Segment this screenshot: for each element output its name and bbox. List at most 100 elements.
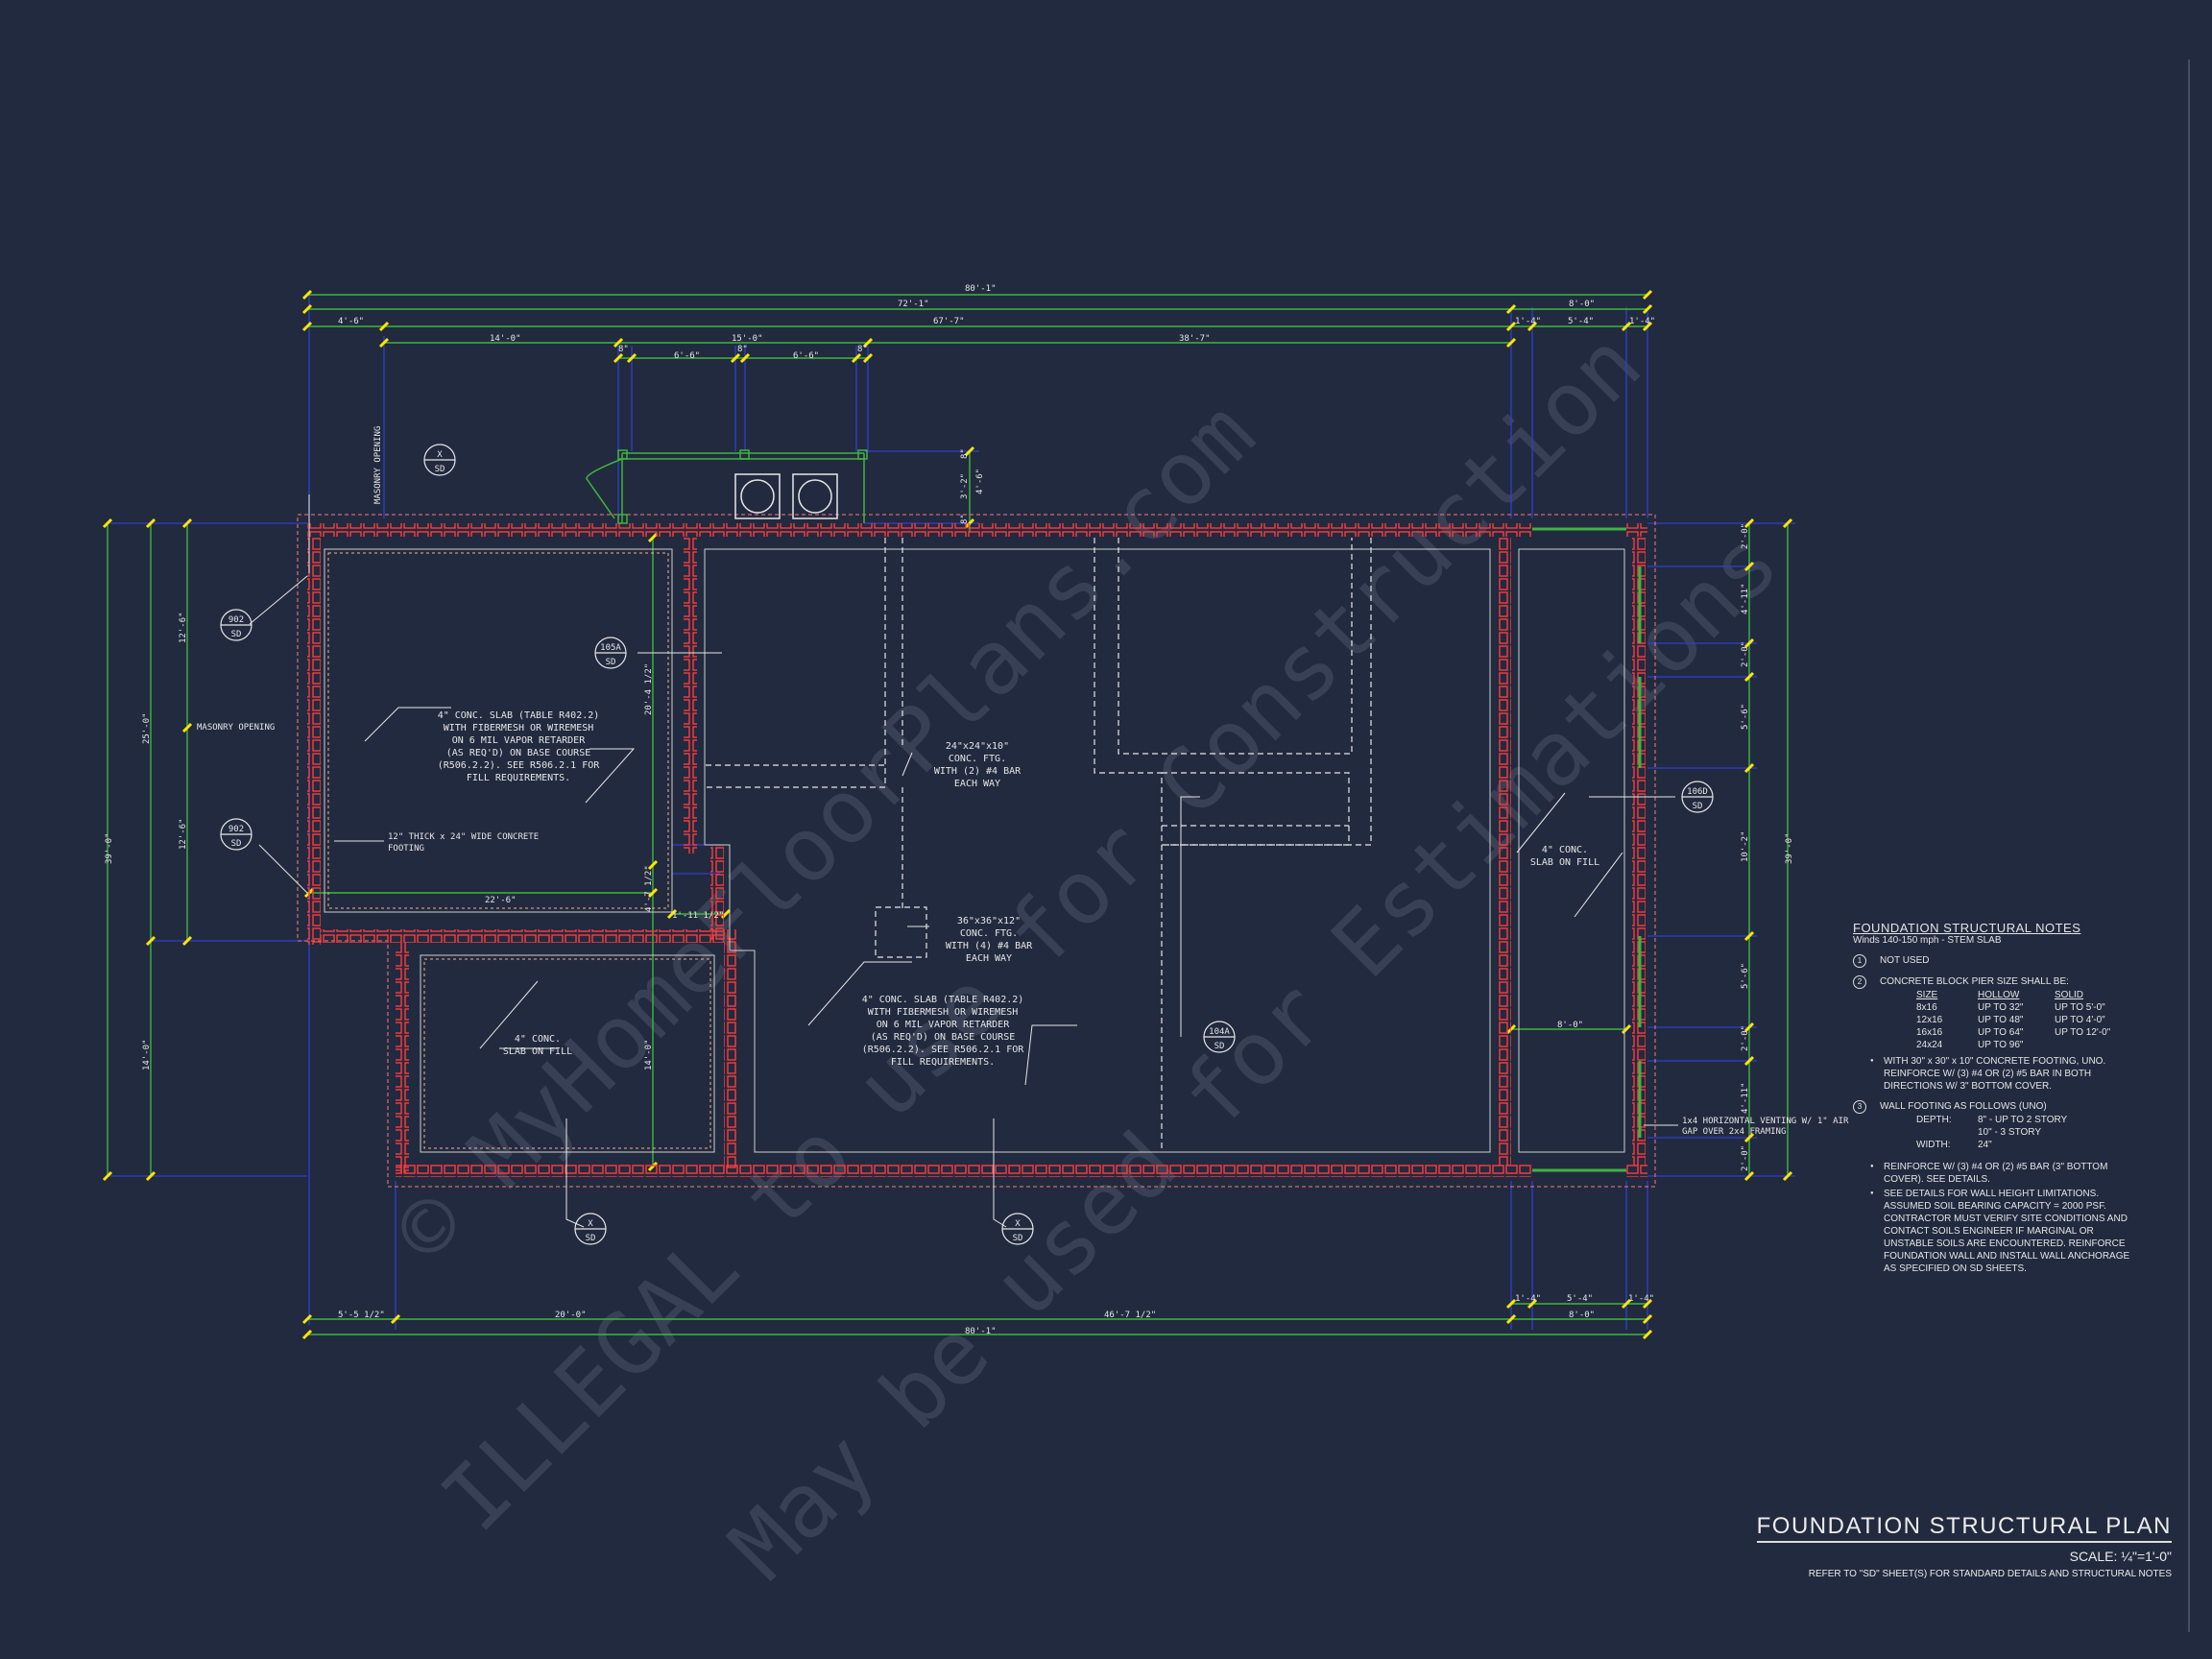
dim-right-overall: 39'-0"	[1785, 832, 1794, 864]
svg-text:104A: 104A	[1209, 1027, 1230, 1037]
callout-902-upper	[220, 609, 252, 641]
svg-text:CONC. FTG.: CONC. FTG.	[949, 754, 1006, 764]
leader-lines	[249, 494, 1678, 1228]
note-3-depth-2: 10" - 3 STORY	[1978, 1127, 2041, 1139]
svg-text:4" CONC. SLAB (TABLE R402.2): 4" CONC. SLAB (TABLE R402.2)	[438, 710, 600, 721]
title-block: FOUNDATION STRUCTURAL PLAN SCALE: ¼"=1'-…	[1756, 1513, 2172, 1579]
dim-porch-a: 8"	[960, 448, 970, 459]
foundation-outline	[297, 514, 1656, 1188]
dim-inner-v2: 4'-7 1/2"	[644, 865, 654, 912]
note-slab-fill-left: 4" CONC. SLAB ON FILL	[503, 1034, 572, 1057]
stem-walls	[307, 523, 1647, 1177]
dim-inner-h2: 1'-11 1/2"	[672, 911, 724, 921]
svg-text:4" CONC.: 4" CONC.	[515, 1034, 561, 1045]
svg-text:SD: SD	[586, 1234, 596, 1243]
svg-text:FILL REQUIREMENTS.: FILL REQUIREMENTS.	[467, 773, 570, 783]
note-3-text: WALL FOOTING AS FOLLOWS (UNO)	[1880, 1101, 2047, 1113]
svg-text:SD: SD	[1013, 1234, 1023, 1243]
note-slab-left: 4" CONC. SLAB (TABLE R402.2) WITH FIBERM…	[438, 710, 601, 783]
note-footing-36: 36"x36"x12" CONC. FTG. WITH (4) #4 BAR E…	[946, 916, 1033, 964]
dim-right-b: 4'-11"	[1741, 583, 1750, 614]
svg-text:4" CONC.: 4" CONC.	[1542, 845, 1588, 855]
dim-top-a: 4'-6"	[338, 317, 364, 326]
svg-text:WITH (4) #4 BAR: WITH (4) #4 BAR	[946, 941, 1033, 951]
svg-text:GAP OVER 2x4 FRAMING: GAP OVER 2x4 FRAMING	[1682, 1127, 1786, 1137]
dim-bot-overall: 80'-1"	[965, 1327, 997, 1336]
svg-text:SD: SD	[606, 658, 616, 667]
dim-porch-b: 3'-2"	[960, 473, 970, 499]
dim-right-d: 5'-6"	[1741, 704, 1750, 730]
callout-106d	[1681, 781, 1714, 813]
note-3-width: WIDTH:24"	[1916, 1140, 1992, 1151]
wall-lines	[324, 548, 1625, 1153]
watermark: © MyHomeFloorPlans.com ILLEGAL to use fo…	[374, 313, 1798, 1599]
svg-text:EACH WAY: EACH WAY	[954, 779, 1000, 789]
svg-text:X: X	[588, 1219, 593, 1229]
svg-text:4" CONC. SLAB (TABLE R402.2): 4" CONC. SLAB (TABLE R402.2)	[862, 995, 1024, 1005]
svg-text:SLAB ON FILL: SLAB ON FILL	[503, 1046, 572, 1057]
note-masonry-opening-left: MASONRY OPENING	[197, 723, 275, 733]
dim-top-c: 1'-4"	[1515, 317, 1541, 326]
note-slab-mid: 4" CONC. SLAB (TABLE R402.2) WITH FIBERM…	[862, 995, 1025, 1068]
dim-inner-h3: 8'-0"	[1557, 1021, 1583, 1030]
notes-subtitle: Winds 140-150 mph - STEM SLAB	[1853, 935, 2002, 946]
callout-bottom-mid-x	[1001, 1213, 1034, 1245]
drawing-scale: SCALE: ¼"=1'-0"	[2069, 1549, 2172, 1564]
note-1-text: NOT USED	[1880, 955, 1930, 966]
note-1-number: 1	[1853, 954, 1866, 968]
svg-text:X: X	[437, 450, 443, 460]
note-2-bullet: WITH 30" x 30" x 10" CONCRETE FOOTING, U…	[1853, 1055, 2141, 1093]
svg-text:SD: SD	[1693, 802, 1703, 811]
masonry-openings	[1532, 527, 1642, 1172]
dim-right-g: 2'-0"	[1741, 1025, 1750, 1051]
note-footing-24: 24"x24"x10" CONC. FTG. WITH (2) #4 BAR E…	[934, 741, 1022, 789]
callout-104a	[1203, 1021, 1236, 1053]
dim-bot-b: 20'-0"	[555, 1310, 587, 1320]
svg-text:SD: SD	[231, 630, 242, 639]
svg-text:1x4 HORIZONTAL VENTING W/ 1" A: 1x4 HORIZONTAL VENTING W/ 1" AIR	[1682, 1117, 1849, 1126]
notes-title: FOUNDATION STRUCTURAL NOTES	[1853, 921, 2081, 935]
dim-right-e: 10'-2"	[1741, 830, 1750, 862]
dim-left-upper: 25'-0"	[142, 712, 152, 744]
dim-porch-c: 4'-6"	[975, 469, 985, 494]
dim-inner-v1: 20'-4 1/2"	[644, 663, 654, 715]
dim-right-a: 2'-0"	[1741, 523, 1750, 549]
svg-text:X: X	[1015, 1219, 1021, 1229]
note-bullet-2: SEE DETAILS FOR WALL HEIGHT LIMITATIONS.…	[1853, 1188, 2141, 1275]
svg-text:105A: 105A	[600, 643, 621, 653]
dim-left-overall: 39'-0"	[105, 832, 114, 864]
dim-top-overall: 80'-1"	[965, 284, 997, 294]
dim-top-e: 1'-4"	[1629, 317, 1655, 326]
dim-top-right-run: 8'-0"	[1569, 300, 1595, 309]
dim-top-f: 14'-0"	[490, 334, 521, 344]
svg-text:FILL REQUIREMENTS.: FILL REQUIREMENTS.	[891, 1057, 995, 1068]
note-2-number: 2	[1853, 975, 1866, 989]
callout-top-x	[423, 444, 456, 476]
dimension-lines	[107, 294, 1789, 1335]
svg-text:12" THICK x 24" WIDE CONCRETE: 12" THICK x 24" WIDE CONCRETE	[388, 832, 539, 842]
dim-porch-d: 8"	[960, 514, 970, 524]
dim-left-lower: 14'-0"	[142, 1039, 152, 1070]
dim-top-left-run: 72'-1"	[898, 300, 929, 309]
dim-bot-c: 46'-7 1/2"	[1104, 1310, 1156, 1320]
dim-inner-v3: 14'-0"	[644, 1039, 654, 1070]
pad-footings	[706, 538, 1372, 1152]
svg-text:(AS REQ'D) ON BASE COURSE: (AS REQ'D) ON BASE COURSE	[871, 1032, 1016, 1043]
svg-text:SD: SD	[1214, 1042, 1225, 1051]
svg-text:SD: SD	[435, 465, 445, 474]
dim-top-m: 8"	[857, 345, 868, 354]
note-venting: 1x4 HORIZONTAL VENTING W/ 1" AIR GAP OVE…	[1682, 1117, 1849, 1137]
note-2-text: CONCRETE BLOCK PIER SIZE SHALL BE:	[1880, 976, 2069, 987]
drawing-title: FOUNDATION STRUCTURAL PLAN	[1756, 1513, 2172, 1543]
note-2: 2 CONCRETE BLOCK PIER SIZE SHALL BE:	[1853, 975, 2141, 989]
callout-bottom-left-x	[574, 1213, 607, 1245]
dim-top-i: 8"	[618, 345, 629, 354]
pier-table-header: SIZE HOLLOW SOLID	[1916, 990, 2084, 1000]
svg-text:902: 902	[228, 615, 244, 625]
svg-text:CONC. FTG.: CONC. FTG.	[960, 928, 1018, 939]
annotations: MASONRY OPENING MASONRY OPENING 4" CONC.…	[197, 426, 1849, 1137]
